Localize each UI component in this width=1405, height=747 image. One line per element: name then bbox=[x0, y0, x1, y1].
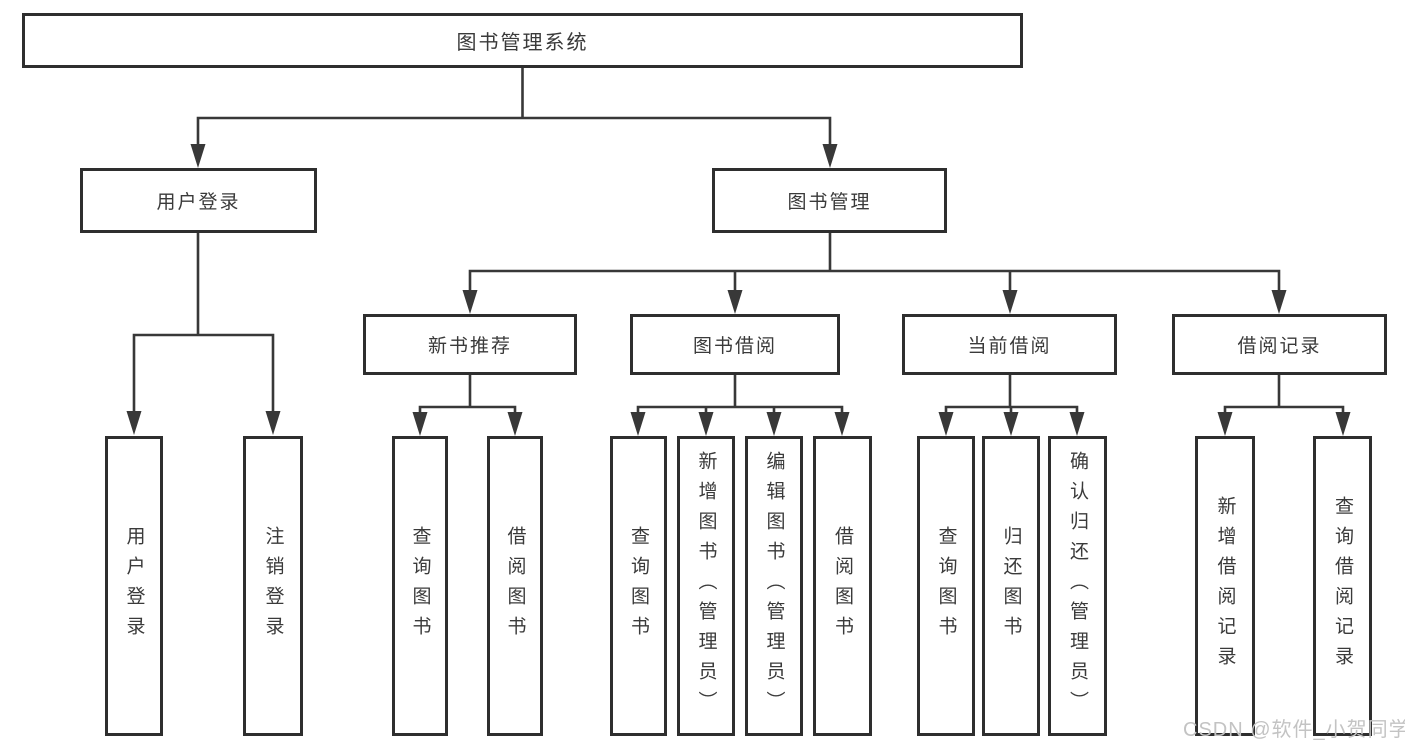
node-book-borrow: 图书借阅 bbox=[630, 314, 840, 375]
leaf-confirm-return-admin: 确认归还（管理员） bbox=[1048, 436, 1107, 736]
leaf-add-borrow-record: 新增借阅记录 bbox=[1195, 436, 1255, 736]
leaf-label: 用户登录 bbox=[123, 526, 145, 646]
leaf-edit-book-admin: 编辑图书（管理员） bbox=[745, 436, 803, 736]
leaf-query-borrow-record: 查询借阅记录 bbox=[1313, 436, 1372, 736]
node-label: 用户登录 bbox=[156, 192, 241, 213]
leaf-query-books-current: 查询图书 bbox=[917, 436, 975, 736]
leaf-label: 编辑图书（管理员） bbox=[763, 451, 785, 721]
node-label: 图书管理 bbox=[787, 192, 872, 213]
leaf-label: 新增借阅记录 bbox=[1214, 496, 1236, 676]
node-borrow-records: 借阅记录 bbox=[1172, 314, 1387, 375]
node-label: 借阅记录 bbox=[1237, 336, 1322, 357]
node-user-login: 用户登录 bbox=[80, 168, 317, 233]
connector-lines bbox=[132, 66, 1345, 417]
leaf-borrow-books: 借阅图书 bbox=[813, 436, 872, 736]
leaf-logout: 注销登录 bbox=[243, 436, 303, 736]
node-label: 新书推荐 bbox=[427, 336, 512, 357]
leaf-label: 归还图书 bbox=[1000, 526, 1022, 646]
leaf-label: 新增图书（管理员） bbox=[695, 451, 717, 721]
node-book-management: 图书管理 bbox=[712, 168, 947, 233]
arrowheads bbox=[126, 144, 1351, 436]
leaf-label: 查询图书 bbox=[628, 526, 649, 646]
leaf-label: 借阅图书 bbox=[504, 526, 526, 646]
leaf-label: 确认归还（管理员） bbox=[1067, 451, 1088, 721]
leaf-user-login: 用户登录 bbox=[105, 436, 163, 736]
node-label: 图书管理系统 bbox=[456, 32, 589, 54]
leaf-label: 查询图书 bbox=[935, 526, 957, 646]
leaf-add-book-admin: 新增图书（管理员） bbox=[677, 436, 735, 736]
node-label: 当前借阅 bbox=[967, 336, 1052, 357]
leaf-label: 注销登录 bbox=[262, 526, 284, 646]
node-label: 图书借阅 bbox=[692, 336, 777, 357]
leaf-query-books-borrow: 查询图书 bbox=[610, 436, 667, 736]
leaf-label: 借阅图书 bbox=[832, 526, 853, 646]
leaf-return-books: 归还图书 bbox=[982, 436, 1040, 736]
node-root-system: 图书管理系统 bbox=[22, 13, 1023, 68]
leaf-borrow-books-recommend: 借阅图书 bbox=[487, 436, 543, 736]
node-current-borrow: 当前借阅 bbox=[902, 314, 1117, 375]
node-new-book-recommend: 新书推荐 bbox=[363, 314, 577, 375]
leaf-label: 查询借阅记录 bbox=[1332, 496, 1353, 676]
leaf-label: 查询图书 bbox=[409, 526, 431, 646]
leaf-query-books-recommend: 查询图书 bbox=[392, 436, 448, 736]
